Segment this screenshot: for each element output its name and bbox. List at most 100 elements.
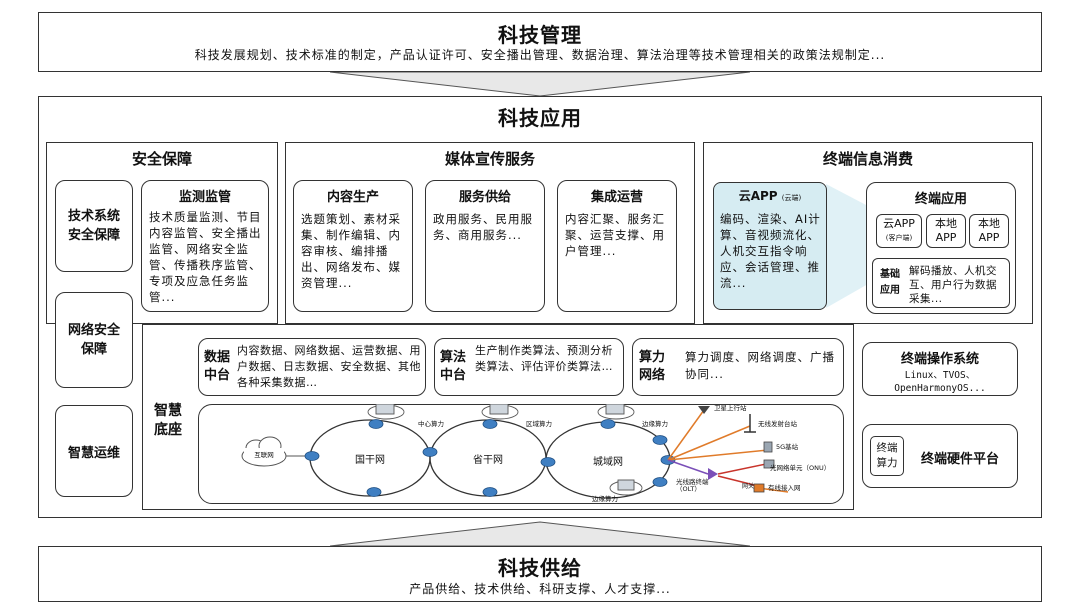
content-production-desc: 选题策划、素材采集、制作编辑、内容审核、编排播出、网络发布、媒资管理...: [301, 212, 401, 290]
compute-network-desc: 算力调度、网络调度、广播协同...: [685, 350, 835, 381]
basic-apps-label: 基础 应用: [880, 269, 900, 296]
5g-base-icon: [763, 441, 773, 453]
compute-network-box: 算力 网络 算力调度、网络调度、广播协同...: [632, 338, 844, 396]
tech-management-box: 科技管理 科技发展规划、技术标准的制定，产品认证许可、安全播出管理、数据治理、算…: [38, 12, 1042, 72]
tech-supply-desc: 产品供给、技术供给、科研支撑、人才支撑...: [409, 582, 671, 596]
service-supply-title: 服务供给: [458, 190, 511, 205]
tech-application-title: 科技应用: [498, 106, 582, 130]
beam-decoration: [826, 184, 868, 308]
integrated-ops-title: 集成运营: [590, 190, 643, 205]
tech-system-security-box: 技术系统 安全保障: [55, 180, 133, 272]
satellite-icon: [698, 406, 710, 414]
data-platform-box: 数据 中台 内容数据、网络数据、运营数据、用户数据、日志数据、安全数据、其他各种…: [198, 338, 426, 396]
onu-icon: [763, 459, 775, 469]
tech-supply-box: 科技供给 产品供给、技术供给、科研支撑、人才支撑...: [38, 546, 1042, 602]
chip-cloud-app-label: 云APP: [883, 217, 915, 230]
5g-base-label: 5G基站: [776, 442, 799, 451]
center-compute-label: 中心算力: [418, 419, 444, 428]
chip-local-app-1-label: 本地 APP: [935, 217, 957, 244]
network-security-label: 网络安全 保障: [67, 323, 120, 357]
smart-ops-box: 智慧运维: [55, 405, 133, 497]
chip-local-app-2: 本地 APP: [969, 214, 1009, 248]
gateway-icon: [753, 483, 765, 493]
media-title: 媒体宣传服务: [444, 150, 535, 168]
tech-management-title: 科技管理: [498, 23, 582, 47]
router-icon: [540, 457, 556, 467]
network-diagram: 互联网 国干网 省干网 城域网 中心算力 区域算力 边缘算力 边缘算力 卫星上行…: [241, 404, 830, 503]
router-icon: [422, 447, 438, 457]
algo-platform-label: 算法 中台: [440, 350, 467, 383]
olt-icon: [708, 468, 718, 480]
region-compute-label: 区域算力: [526, 419, 552, 428]
provincial-net-label: 省干网: [473, 453, 503, 466]
edge-compute-top-label: 边缘算力: [642, 419, 668, 428]
terminal-os-box: 终端操作系统 Linux、TVOS、OpenHarmonyOS...: [862, 342, 1018, 396]
data-platform-desc: 内容数据、网络数据、运营数据、用户数据、日志数据、安全数据、其他各种采集数据…: [237, 344, 421, 389]
tech-supply-title: 科技供给: [498, 556, 582, 580]
router-icon: [366, 487, 382, 497]
router-icon: [600, 419, 616, 429]
national-net-label: 国干网: [355, 454, 385, 466]
cloud-app-title-text: 云APP: [738, 189, 778, 203]
content-production-box: 内容生产 选题策划、素材采集、制作编辑、内容审核、编排播出、网络发布、媒资管理.…: [293, 180, 413, 312]
down-arrow-icon: [330, 72, 750, 97]
cloud-app-sub: (云端): [781, 194, 802, 202]
edge-compute-bottom-cloud-icon: [609, 479, 643, 496]
content-production-title: 内容生产: [326, 190, 379, 205]
monitor-title: 监测监管: [178, 190, 231, 205]
monitor-box: 监测监管 技术质量监测、节目内容监管、安全播出监管、网络安全监管、传播秩序监管、…: [141, 180, 269, 312]
internet-cloud-icon: [241, 436, 287, 467]
edge-compute-bottom-label: 边缘算力: [592, 494, 618, 503]
satellite-label: 卫星上行站: [714, 404, 747, 412]
metro-net-label: 城域网: [593, 455, 623, 468]
wireless-label: 无线发射台站: [758, 419, 798, 428]
monitor-desc: 技术质量监测、节目内容监管、安全播出监管、网络安全监管、传播秩序监管、专项及应急…: [149, 210, 262, 304]
integrated-ops-box: 集成运营 内容汇聚、服务汇聚、运营支撑、用户管理...: [557, 180, 677, 312]
olt-label: 光线路终端（OLT）: [676, 477, 709, 493]
cloud-app-desc: 编码、渲染、AI计算、音视频流化、人机交互指令响应、会话管理、推流...: [720, 212, 821, 290]
security-title: 安全保障: [131, 150, 192, 168]
smart-ops-label: 智慧运维: [67, 445, 120, 461]
cloud-app-title: 云APP (云端): [714, 187, 826, 204]
chip-local-app-1: 本地 APP: [926, 214, 966, 248]
service-supply-box: 服务供给 政用服务、民用服务、商用服务...: [425, 180, 545, 312]
router-icon: [652, 477, 668, 487]
terminal-compute-label: 终端 算力: [876, 442, 898, 469]
terminal-os-title: 终端操作系统: [900, 352, 979, 367]
terminal-hw-title: 终端硬件平台: [920, 452, 999, 467]
onu-label: 光网络单元（ONU）: [770, 463, 830, 472]
chip-basic-apps: 基础 应用 解码播放、人机交互、用户行为数据采集...: [872, 258, 1010, 308]
chip-cloud-app: 云APP (客户端): [876, 214, 922, 248]
service-supply-desc: 政用服务、民用服务、商用服务...: [433, 212, 533, 242]
algo-platform-box: 算法 中台 生产制作类算法、预测分析类算法、评估评价类算法…: [434, 338, 624, 396]
wireless-tower-icon: [744, 414, 756, 433]
tech-system-security-label: 技术系统 安全保障: [67, 209, 120, 243]
region-compute-cloud-icon: [481, 404, 519, 420]
edge-compute-top-cloud-icon: [597, 404, 635, 420]
data-platform-label: 数据 中台: [204, 350, 231, 383]
internet-label: 互联网: [254, 450, 274, 459]
terminal-title: 终端信息消费: [822, 150, 913, 168]
router-icon: [652, 435, 668, 445]
tech-management-desc: 科技发展规划、技术标准的制定，产品认证许可、安全播出管理、数据治理、算法治理等技…: [194, 48, 886, 62]
router-icon: [482, 419, 498, 429]
terminal-os-desc: Linux、TVOS、OpenHarmonyOS...: [894, 370, 986, 394]
compute-network-label: 算力 网络: [639, 350, 666, 383]
wired-access-label: 有线接入网: [768, 483, 801, 492]
integrated-ops-desc: 内容汇聚、服务汇聚、运营支撑、用户管理...: [565, 212, 665, 258]
center-compute-cloud-icon: [367, 404, 405, 420]
router-icon: [482, 487, 498, 497]
terminal-apps-title: 终端应用: [914, 192, 967, 207]
router-icon: [304, 451, 320, 461]
algo-platform-desc: 生产制作类算法、预测分析类算法、评估评价类算法…: [475, 344, 613, 373]
terminal-compute-chip: 终端 算力: [870, 436, 904, 476]
network-security-box: 网络安全 保障: [55, 292, 133, 388]
cloud-app-box: 云APP (云端) 编码、渲染、AI计算、音视频流化、人机交互指令响应、会话管理…: [713, 182, 827, 310]
gateway-label: 网关: [742, 482, 754, 490]
router-icon: [368, 419, 384, 429]
smart-base-title: 智慧 底座: [154, 403, 182, 438]
basic-apps-desc: 解码播放、人机交互、用户行为数据采集...: [909, 265, 997, 305]
up-arrow-icon: [330, 521, 750, 546]
chip-local-app-2-label: 本地 APP: [978, 217, 1000, 244]
chip-cloud-app-sub: (客户端): [885, 234, 913, 242]
